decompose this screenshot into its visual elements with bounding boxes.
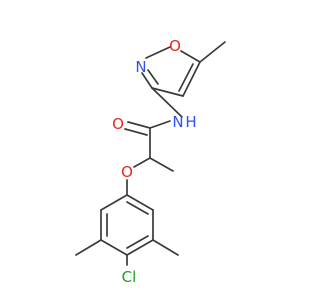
bond-calpha-oether (133, 157, 151, 168)
atom-labels: O N O N H O Cl (112, 37, 197, 286)
molecule-structure-diagram: O N O N H O Cl (75, 37, 226, 286)
bond-c1-c2 (100, 194, 128, 211)
bond-c5-c4 (182, 61, 201, 97)
bond-c3-namide (151, 87, 183, 118)
atom-o-carbonyl: O (112, 115, 124, 133)
bond-c3-methyl (75, 239, 102, 256)
bond-c6-c1 (126, 194, 154, 211)
bond-namide-ccarbonyl (149, 120, 171, 129)
bond-c5-methyl (199, 41, 226, 63)
atom-n-amide: N (172, 113, 183, 131)
bond-ccarbonyl-o (127, 121, 151, 129)
bond-n-o (145, 46, 171, 59)
bond-c6-c1-double (126, 201, 149, 215)
bond-c3-n (141, 72, 153, 89)
bond-c3-n-double (147, 69, 159, 85)
bond-c4-c5-double (126, 235, 149, 249)
atom-cl: Cl (122, 268, 137, 286)
bond-c5-c4-double (178, 63, 194, 92)
bonds (75, 41, 226, 266)
atom-o-ether: O (121, 163, 133, 181)
bond-ccarbonyl-o-double (124, 128, 148, 136)
atom-o-ring: O (169, 37, 181, 55)
bond-c5-methyl-aryl (152, 239, 179, 256)
bond-o-c5 (180, 50, 201, 63)
atom-n-ring: N (135, 58, 146, 76)
bond-calpha-methyl (149, 157, 174, 172)
bond-c3-c4 (100, 239, 128, 256)
atom-h-amide: H (185, 113, 196, 131)
bond-c4-c5 (126, 239, 154, 256)
bond-c4-c3 (151, 87, 184, 97)
